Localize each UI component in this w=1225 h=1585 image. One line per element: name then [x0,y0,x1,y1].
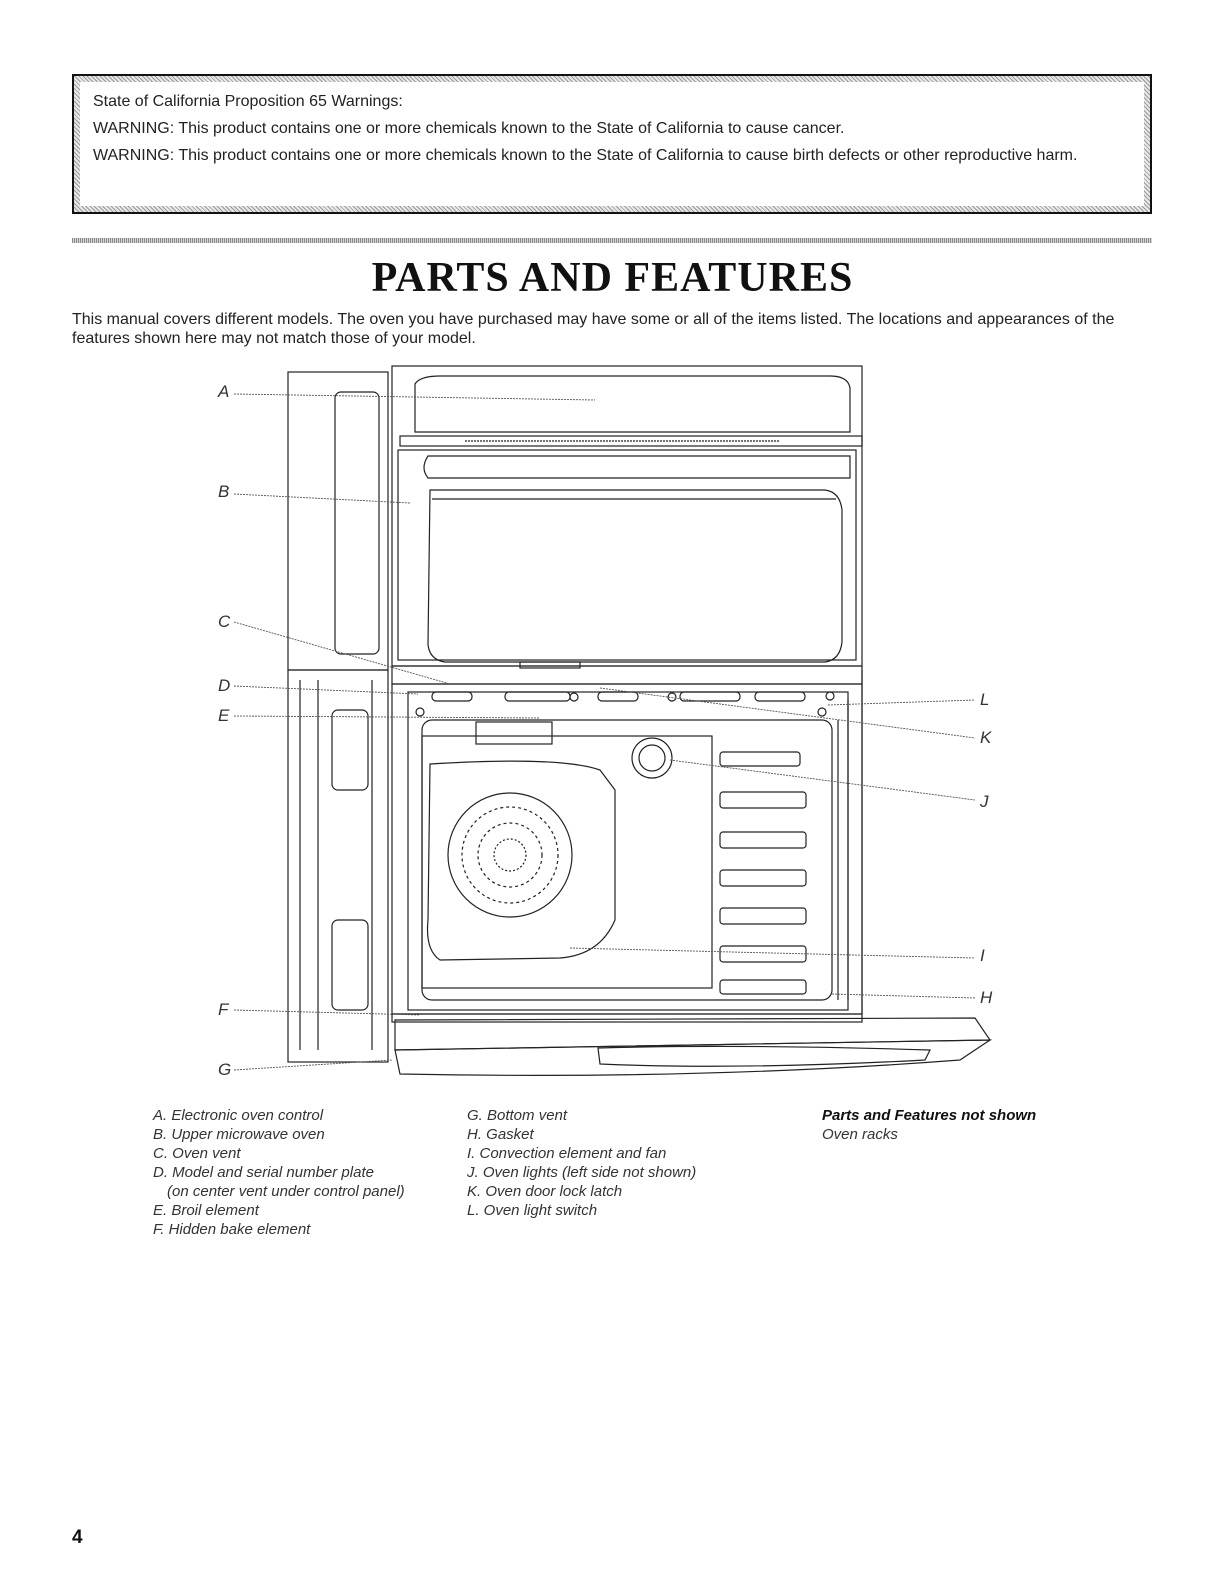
legend-item-g: G. Bottom vent [467,1107,568,1124]
callout-g: G [218,1060,232,1079]
legend-item-c: C. Oven vent [153,1145,241,1162]
cabinet-side-lower [287,669,389,1063]
callout-k: K [980,728,992,747]
legend-item-i: I. Convection element and fan [467,1145,667,1162]
callout-c: C [218,612,231,631]
warning-birth-defects: WARNING: This product contains one or mo… [93,147,1078,164]
legend-item-a: A. Electronic oven control [153,1107,324,1124]
not-shown-item: Oven racks [822,1126,898,1143]
oven-diagram: A B C D E F G L K J I H [0,360,1225,1080]
legend-column-1: A. Electronic oven control B. Upper micr… [153,1106,405,1239]
legend-item-l: L. Oven light switch [467,1202,598,1219]
intro-paragraph: This manual covers different models. The… [72,311,1115,347]
oven-illustration [233,365,993,1076]
callout-i: I [980,946,985,965]
callout-e: E [218,706,230,725]
legend-item-b: B. Upper microwave oven [153,1126,325,1143]
callout-f: F [218,1000,229,1019]
legend-column-2: G. Bottom vent H. Gasket I. Convection e… [467,1106,696,1220]
page-number: 4 [72,1527,83,1548]
callout-b: B [218,482,230,501]
cabinet-side-upper [287,371,389,671]
callout-l: L [980,690,990,709]
prop65-warning-box: State of California Proposition 65 Warni… [72,74,1152,214]
legend-item-d-note: (on center vent under control panel) [167,1183,405,1200]
callout-j: J [980,792,989,811]
legend-item-e: E. Broil element [153,1202,259,1219]
prop65-warning-content: State of California Proposition 65 Warni… [80,82,1144,206]
callout-d: D [218,676,231,695]
warning-heading: State of California Proposition 65 Warni… [93,93,403,110]
section-divider [72,238,1152,243]
legend-item-d: D. Model and serial number plate [153,1164,374,1181]
legend-item-h: H. Gasket [467,1126,534,1143]
warning-cancer: WARNING: This product contains one or mo… [93,120,845,137]
callout-a: A [218,382,230,401]
legend-item-j: J. Oven lights (left side not shown) [467,1164,697,1181]
page-title: PARTS AND FEATURES [371,255,854,301]
not-shown-heading: Parts and Features not shown [822,1107,1037,1124]
legend-column-3: Parts and Features not shown Oven racks [822,1106,1036,1144]
callout-h: H [980,988,993,1007]
legend-item-k: K. Oven door lock latch [467,1183,623,1200]
legend-item-f: F. Hidden bake element [153,1221,311,1238]
